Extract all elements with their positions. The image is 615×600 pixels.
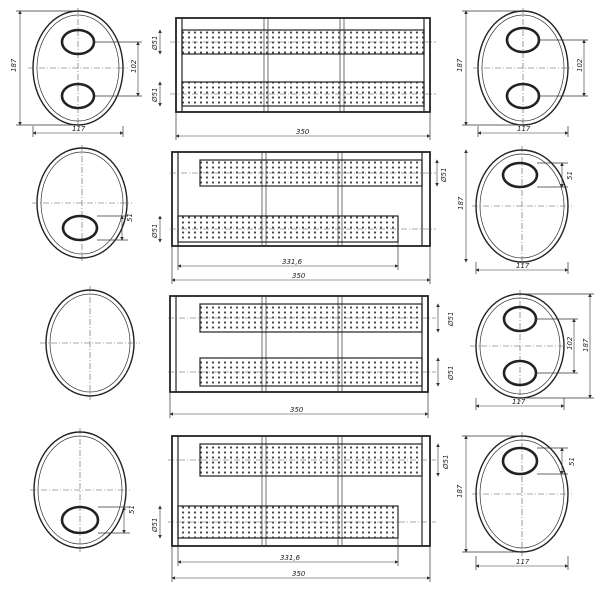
end-view-right-row1: 187 117 102 <box>456 8 588 137</box>
end-view-right-row3: 102 187 117 <box>470 290 594 410</box>
dim-spacing-102: 102 <box>130 59 138 73</box>
dim-length-350-r4: 350 <box>292 570 306 578</box>
dim-dia-51-bottom: Ø51 <box>151 88 159 103</box>
dim-dia-51-r3b: Ø51 <box>447 366 455 381</box>
dim-length-350-r3: 350 <box>290 406 304 414</box>
end-view-right-row2: 51 187 117 <box>457 146 574 274</box>
dim-width-117-r1: 117 <box>517 125 531 133</box>
dim-length-350: 350 <box>296 128 310 136</box>
end-view-left-row4: 51 <box>30 428 136 552</box>
side-view-row4: Ø51 Ø51 331,6 350 <box>151 435 450 582</box>
side-view-row2: Ø51 Ø51 331,6 350 <box>151 151 448 284</box>
dim-dia-51-r2r: 51 <box>566 171 574 180</box>
dim-height-187-r1: 187 <box>456 58 464 72</box>
dim-dia-51-r3a: Ø51 <box>447 312 455 327</box>
dim-dia-51-r4b: Ø51 <box>151 518 159 533</box>
dim-width-117-r3: 117 <box>512 398 526 406</box>
dim-width-117-r2: 117 <box>516 262 530 270</box>
dim-dia-51-r2l: 51 <box>126 213 134 222</box>
dim-height-187: 187 <box>10 58 18 72</box>
side-view-row1: Ø51 Ø51 350 <box>151 17 436 140</box>
row-4: 51 Ø51 Ø51 331,6 350 <box>30 428 576 582</box>
dim-dia-51-r2b: Ø51 <box>151 224 159 239</box>
dim-spacing-102-r3: 102 <box>566 336 574 350</box>
side-view-row3: Ø51 Ø51 350 <box>168 295 455 418</box>
dim-dia-51-r4a: Ø51 <box>442 455 450 470</box>
dim-dia-51-r4r: 51 <box>568 457 576 466</box>
dim-dia-51-top: Ø51 <box>151 36 159 51</box>
end-view-left-row2: 51 <box>32 145 134 262</box>
dim-height-187-r3: 187 <box>582 338 590 352</box>
dim-spacing-102-r1: 102 <box>576 58 584 72</box>
dim-length-3316-r2: 331,6 <box>282 258 303 266</box>
end-view-left-row1: 187 117 102 <box>10 8 142 137</box>
dim-height-187-r4: 187 <box>456 484 464 498</box>
row-1: 187 117 102 Ø51 Ø51 <box>10 8 588 140</box>
dim-length-3316-r4: 331,6 <box>280 554 301 562</box>
dim-height-187-r2: 187 <box>457 196 465 210</box>
dim-dia-51-r4l: 51 <box>128 505 136 514</box>
dim-dia-51-r2a: Ø51 <box>440 168 448 183</box>
end-view-right-row4: 51 187 117 <box>456 432 576 570</box>
row-3: Ø51 Ø51 350 102 187 117 <box>40 286 594 418</box>
end-view-left-row3 <box>40 286 140 400</box>
dim-width-117-r4: 117 <box>516 558 530 566</box>
dim-width-117: 117 <box>72 125 86 133</box>
dim-length-350-r2: 350 <box>292 272 306 280</box>
row-2: 51 Ø51 Ø51 331,6 350 <box>32 145 574 284</box>
